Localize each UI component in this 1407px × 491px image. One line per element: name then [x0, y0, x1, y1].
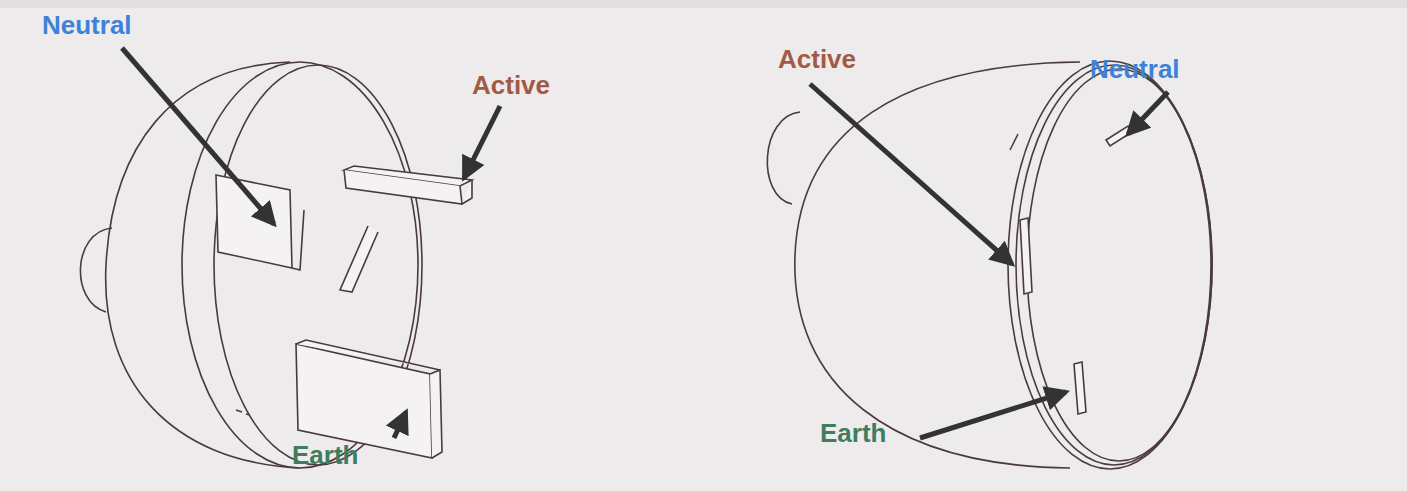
earth-label: Earth: [820, 418, 886, 448]
neutral-label: Neutral: [1090, 54, 1180, 84]
active-label: Active: [778, 44, 856, 74]
earth-label: Earth: [292, 440, 358, 470]
leader-arrows: [122, 48, 1168, 438]
neutral-label: Neutral: [42, 10, 132, 40]
plug-drawing: [80, 62, 472, 468]
active-label: Active: [472, 70, 550, 100]
socket-drawing: [767, 61, 1212, 469]
